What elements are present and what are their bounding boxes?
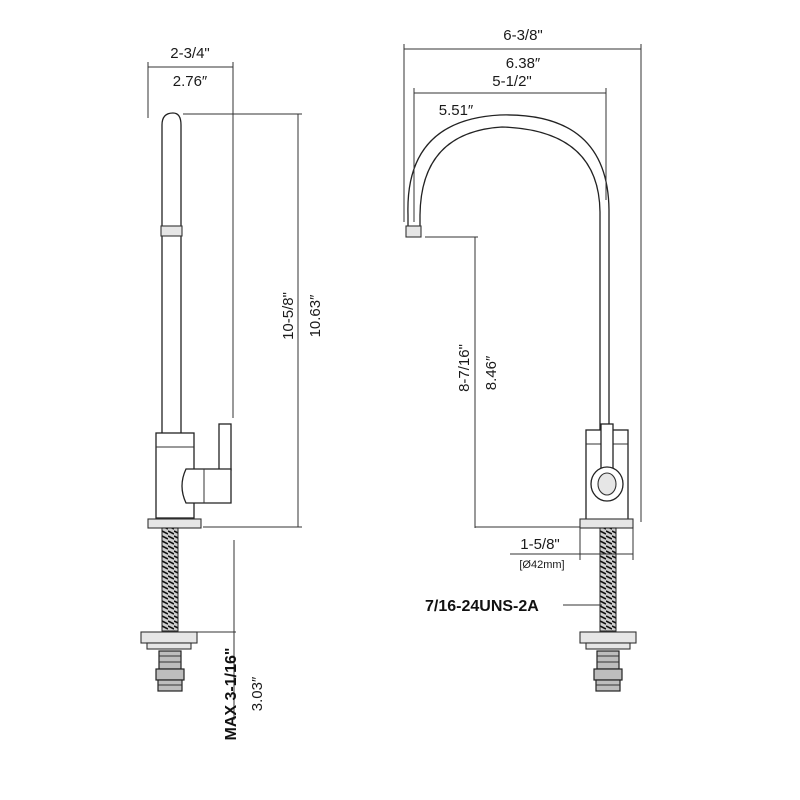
left-max-shank-dimension: MAX 3-1/16" 3.03″: [183, 540, 266, 740]
right-spout-reach-dimension: 5-1/2" 5.51″: [413, 73, 607, 222]
left-width-dimension: 2-3/4" 2.76″: [147, 45, 234, 418]
right-spout-reach-in-label: 5-1/2": [492, 73, 532, 90]
right-spout-reach-mm-label: 5.51″: [439, 102, 474, 119]
right-spout-height-dimension: 8-7/16" 8.46″: [425, 236, 580, 528]
right-overall-reach-dimension: 6-3/8" 6.38″: [403, 27, 642, 522]
right-overall-reach-in-label: 6-3/8": [503, 27, 543, 44]
left-faucet-side-view: [140, 112, 232, 692]
left-width-mm-label: 2.76″: [173, 73, 208, 90]
left-width-in-label: 2-3/4": [170, 45, 210, 62]
left-max-shank-mm-label: 3.03″: [249, 676, 266, 711]
left-height-dimension: 10-5/8" 10.63″: [183, 113, 324, 528]
right-spout-height-in-label: 8-7/16": [456, 344, 473, 392]
left-max-shank-in-label: MAX 3-1/16": [223, 648, 240, 741]
right-base-dia-in-label: 1-5/8": [520, 536, 560, 553]
right-spout-height-mm-label: 8.46″: [483, 355, 500, 390]
left-height-in-label: 10-5/8": [280, 292, 297, 340]
right-thread-spec-label: 7/16-24UNS-2A: [425, 598, 539, 615]
right-base-dia-mm-label: [Ø42mm]: [519, 559, 564, 571]
right-thread-callout: 7/16-24UNS-2A: [425, 598, 602, 615]
right-overall-reach-mm-label: 6.38″: [506, 55, 541, 72]
left-height-mm-label: 10.63″: [307, 294, 324, 338]
right-base-diameter-dimension: 1-5/8" [Ø42mm]: [510, 528, 634, 571]
